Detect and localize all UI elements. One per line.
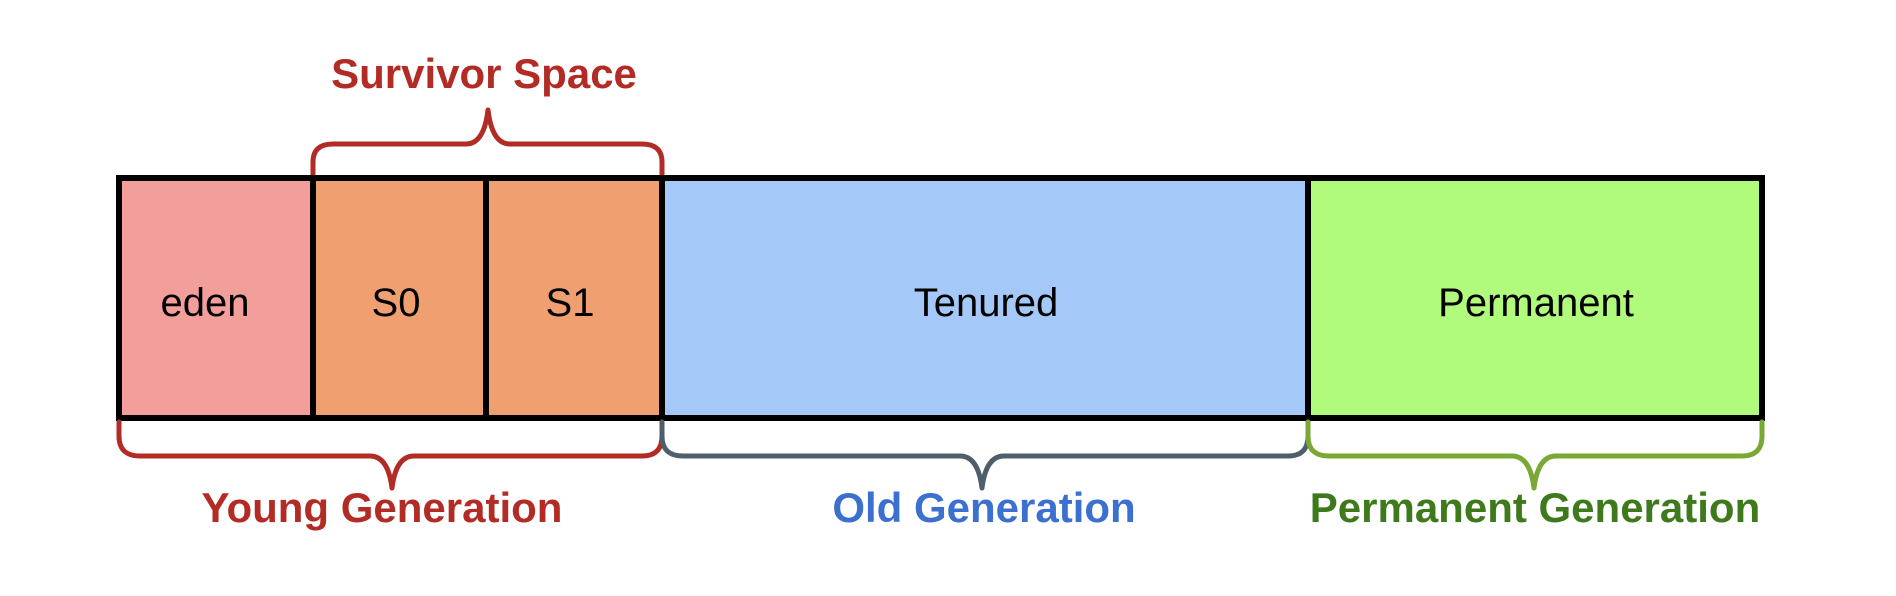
survivor-space-brace xyxy=(310,107,665,177)
permanent-label: Permanent xyxy=(1438,281,1634,325)
permanent-generation-brace xyxy=(1305,419,1765,491)
s1-segment xyxy=(483,175,665,421)
survivor-space-label: Survivor Space xyxy=(331,50,637,97)
s1-label: S1 xyxy=(546,281,595,325)
tenured-label: Tenured xyxy=(914,281,1059,325)
permanent-segment xyxy=(1305,175,1765,421)
s0-segment xyxy=(310,175,489,421)
permanent-generation-label: Permanent Generation xyxy=(1310,484,1760,531)
young-generation-label: Young Generation xyxy=(202,484,563,531)
old-generation-label: Old Generation xyxy=(832,484,1135,531)
eden-label: eden xyxy=(161,281,250,325)
eden-segment xyxy=(116,175,316,421)
s0-label: S0 xyxy=(372,281,421,325)
old-generation-brace xyxy=(659,419,1311,491)
young-generation-brace xyxy=(116,419,665,491)
